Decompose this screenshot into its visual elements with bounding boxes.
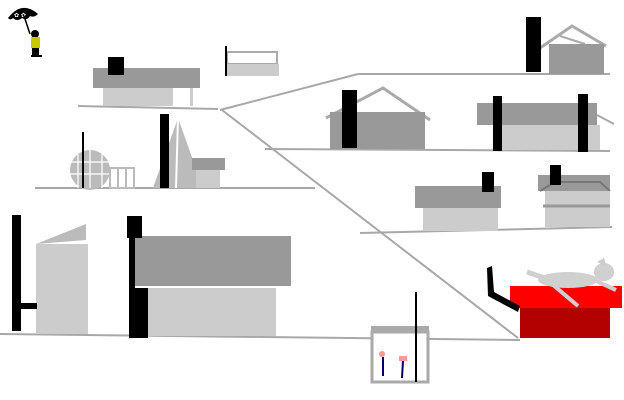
- roof-slant: [539, 181, 611, 192]
- umbrella-handle: [23, 15, 31, 35]
- flower-right: [399, 356, 407, 379]
- chimney-arm: [21, 303, 37, 309]
- chimney: [12, 215, 21, 331]
- roof: [477, 103, 597, 125]
- girl-head: [31, 30, 39, 38]
- roof: [135, 236, 291, 286]
- dome-greenhouse: [70, 132, 135, 190]
- house-middle-center: [325, 86, 431, 149]
- house-right-lower: [538, 165, 611, 227]
- porch-post: [190, 88, 193, 106]
- tall-house-left: [12, 215, 88, 334]
- pole: [82, 132, 84, 188]
- house-center-lower: [415, 172, 501, 231]
- house-top-left: [93, 57, 200, 106]
- diagonal-street-top: [219, 73, 359, 111]
- chimney: [526, 17, 541, 72]
- roof-slope: [36, 224, 86, 244]
- umbrella-girl-sprite[interactable]: ✿ ✿: [8, 7, 42, 57]
- flower-left: [379, 351, 385, 376]
- dog-leg-back-2: [550, 282, 580, 308]
- shed-roof: [226, 51, 278, 65]
- dog-head: [594, 263, 614, 281]
- wall: [423, 208, 498, 231]
- low-shed-top: [225, 46, 279, 76]
- cellar-lid: [371, 326, 429, 332]
- fence: [109, 167, 135, 189]
- chimney-base: [129, 288, 148, 338]
- roof-truss: [539, 24, 607, 50]
- house-middle-right: [477, 94, 615, 152]
- chimney: [160, 114, 169, 188]
- dog-ear: [597, 258, 606, 266]
- wall: [36, 244, 88, 334]
- wall: [103, 88, 173, 106]
- dog-leg-back: [526, 269, 546, 281]
- doghouse-red: [487, 266, 622, 338]
- sleeping-dog-on-roof[interactable]: [526, 258, 617, 308]
- house-top-right: [526, 17, 607, 74]
- ground-line-bottom: [0, 333, 521, 341]
- shed-pole: [225, 46, 227, 76]
- chimney-left: [493, 96, 502, 151]
- roof-truss-inner: [559, 35, 586, 45]
- chimney-right: [578, 94, 588, 152]
- diagonal-street-long: [221, 109, 519, 339]
- dome-grid: [70, 150, 110, 188]
- large-house-bottom: [127, 216, 291, 338]
- girl-shoes: [31, 55, 42, 57]
- chimney: [550, 165, 561, 185]
- umbrella-canopy-pattern: ✿ ✿: [14, 12, 26, 19]
- cellar-pole: [415, 292, 417, 382]
- chimney: [108, 57, 124, 75]
- chimney: [342, 90, 357, 148]
- dog-leg-front: [589, 276, 617, 292]
- shed-wall: [227, 64, 279, 76]
- black-chimney-pipe: [487, 266, 520, 312]
- a-frame-inner: [175, 117, 179, 189]
- ground-line-mid-right: [264, 148, 611, 152]
- ground-line-top-left: [77, 105, 219, 110]
- wall: [148, 288, 276, 336]
- eave: [596, 114, 615, 125]
- chimney-cap: [127, 216, 142, 238]
- roof: [415, 186, 501, 208]
- girl-dress: [31, 37, 40, 48]
- wall: [549, 44, 604, 74]
- dog-body: [538, 272, 598, 288]
- umbrella-canopy: [8, 7, 38, 20]
- annex-roof: [192, 158, 225, 170]
- a-frame-house: [153, 114, 225, 189]
- chimney: [482, 172, 494, 192]
- girl-legs: [32, 48, 39, 56]
- wall: [520, 308, 610, 338]
- underground-cellar: [370, 292, 430, 384]
- wall: [545, 191, 610, 227]
- annex-wall: [196, 170, 220, 188]
